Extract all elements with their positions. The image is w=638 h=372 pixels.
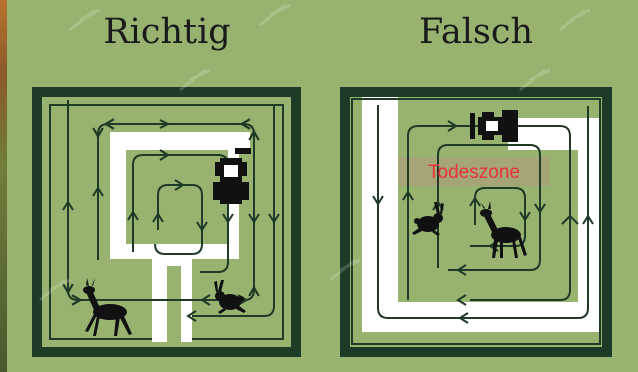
title-correct: Richtig — [103, 12, 231, 52]
field-frame-right — [340, 87, 612, 357]
path-lower-left — [192, 106, 275, 317]
direction-arrows-left — [62, 119, 280, 322]
path-outer-left — [62, 100, 260, 306]
deer-icon — [83, 278, 132, 336]
death-zone-band — [398, 157, 550, 186]
path-mid-left — [132, 154, 229, 273]
path-outer-right — [377, 105, 589, 319]
field-frame-left — [32, 87, 301, 357]
deer-icon — [480, 201, 527, 258]
inner-border-right — [351, 98, 601, 345]
driving-path-left — [62, 100, 275, 317]
unmowed-lane-left — [167, 266, 181, 342]
path-third-right — [437, 144, 541, 271]
panel-correct — [32, 87, 301, 357]
left-edge-photo-strip — [0, 0, 7, 372]
hare-icon — [412, 202, 444, 236]
title-wrong: Falsch — [418, 12, 534, 52]
panel-wrong: Todeszone — [340, 87, 612, 357]
mowed-area-right — [362, 97, 600, 332]
path-second-right — [407, 125, 571, 301]
path-inner-left — [154, 184, 203, 255]
hare-icon — [214, 280, 246, 314]
watermark-pattern — [39, 3, 591, 302]
direction-arrows-right — [372, 120, 594, 324]
tractor-icon — [213, 148, 251, 204]
tractor-icon — [470, 110, 518, 142]
unmowed-center-left — [126, 150, 228, 244]
death-zone-label: Todeszone — [428, 162, 520, 183]
